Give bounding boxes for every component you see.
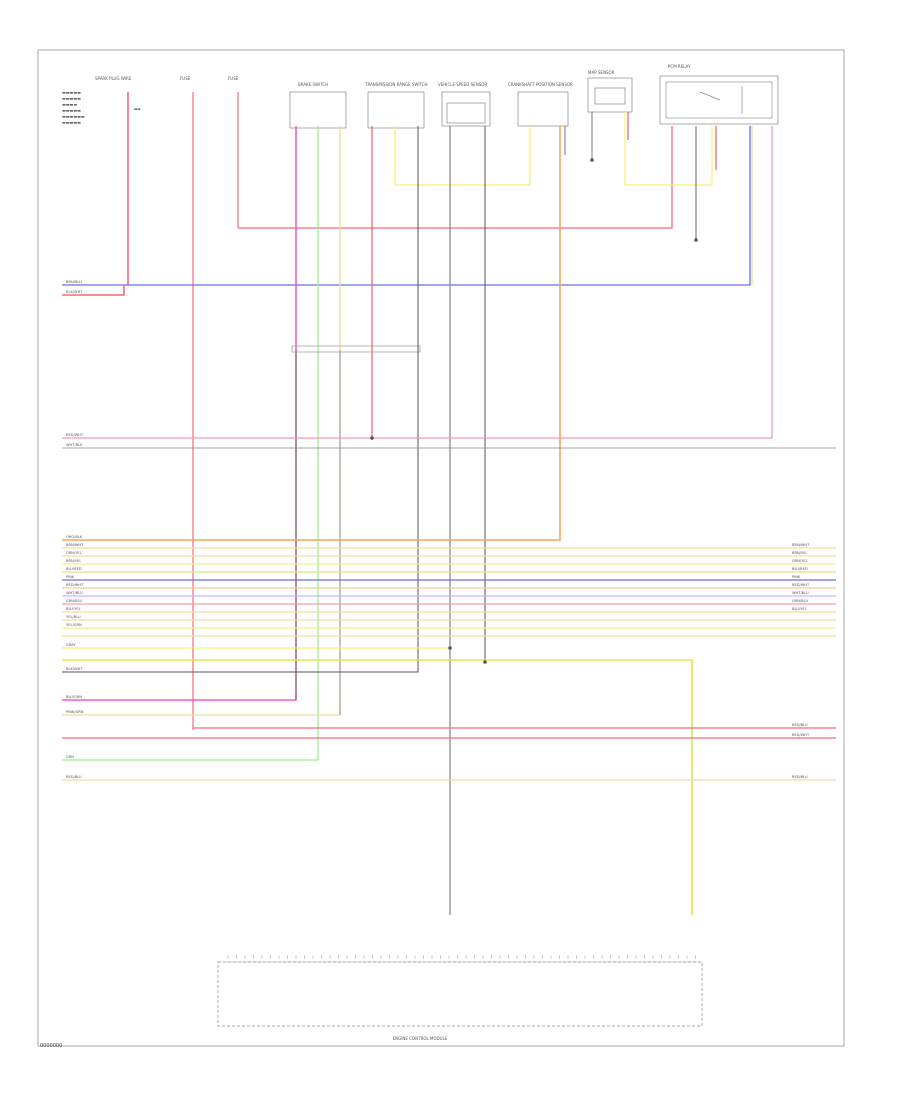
wire-label-right: BLU/RED bbox=[792, 567, 808, 571]
wire-label-right: GRN/BLU bbox=[792, 599, 808, 603]
wire-label-left: YEL/GRN bbox=[66, 623, 82, 627]
component-label-c3: FUSE bbox=[228, 76, 239, 81]
component-box-c6 bbox=[441, 91, 491, 127]
svg-text:▬▬: ▬▬ bbox=[134, 107, 141, 111]
component-box-c5 bbox=[367, 91, 425, 129]
svg-text:▬▬▬▬▬: ▬▬▬▬▬ bbox=[62, 90, 81, 95]
wire-label-right: RED/WHT bbox=[792, 733, 810, 737]
wire-label-right: WHT/BLU bbox=[792, 591, 809, 595]
left-stack-labels: ▬▬▬▬▬ ▬▬▬▬▬ ▬▬▬▬ ▬▬▬▬▬ ▬▬▬▬▬▬ ▬▬▬▬▬ bbox=[62, 90, 85, 125]
wire-label-left: BRN/BLU bbox=[66, 280, 82, 284]
module-label: ENGINE CONTROL MODULE bbox=[393, 1036, 448, 1041]
wire-label-left: PINK/GRN bbox=[66, 710, 84, 714]
wire-label-right: BLU/YEL bbox=[792, 607, 807, 611]
wire-label-left: YEL/BLU bbox=[66, 615, 81, 619]
wire-label-left: BLU/RED bbox=[66, 567, 82, 571]
component-box-c8 bbox=[587, 77, 633, 113]
svg-text:▬▬▬▬▬: ▬▬▬▬▬ bbox=[62, 96, 81, 101]
component-label-c8: MAP SENSOR bbox=[588, 70, 615, 75]
component-label-c4: BRAKE SWITCH bbox=[298, 82, 328, 87]
wire-label-left: RED/WHT bbox=[66, 433, 84, 437]
wire-label-left: GRN bbox=[66, 755, 74, 759]
module-pins bbox=[227, 955, 696, 959]
wire-label-right: RED/BLU bbox=[792, 775, 808, 779]
component-label-c2: FUSE bbox=[180, 76, 191, 81]
wire-label-left: BLK/WHT bbox=[66, 290, 83, 294]
svg-text:▬▬▬▬▬▬: ▬▬▬▬▬▬ bbox=[62, 114, 85, 119]
svg-text:▬▬▬▬▬: ▬▬▬▬▬ bbox=[62, 120, 81, 125]
component-label-c7: CRANKSHAFT POSITION SENSOR bbox=[508, 82, 573, 87]
wire-label-left: PINK bbox=[66, 575, 75, 579]
engine-control-module: ENGINE CONTROL MODULE bbox=[217, 955, 703, 1041]
wire-label-right: RED/WHT bbox=[792, 583, 810, 587]
wire-label-left: RED/WHT bbox=[66, 583, 84, 587]
wire-label-left: GRN/BLU bbox=[66, 599, 82, 603]
wire-label-left: BRN/WHT bbox=[66, 543, 84, 547]
wire-label-right: RED/BLU bbox=[792, 723, 808, 727]
svg-text:▬▬▬▬▬: ▬▬▬▬▬ bbox=[62, 108, 81, 113]
component-label-c1: SPARK PLUG WIRE bbox=[95, 76, 132, 81]
wire-label-left: ORG/BLK bbox=[66, 535, 83, 539]
sheet-id: 0000000 bbox=[40, 1043, 63, 1049]
component-box-c4 bbox=[289, 91, 347, 129]
left-wire-labels: BRN/BLU BLK/WHT RED/WHT WHT/BLK ORG/BLK BRN/W… bbox=[66, 280, 84, 779]
wire-label-left: GRAY bbox=[66, 643, 76, 647]
wire-label-right: BRN/WHT bbox=[792, 543, 810, 547]
component-label-c9: PCM RELAY bbox=[668, 64, 691, 69]
wires bbox=[62, 112, 836, 915]
svg-text:▬▬▬▬: ▬▬▬▬ bbox=[62, 102, 77, 107]
wire-label-left: RED/BLU bbox=[66, 775, 82, 779]
component-box-c9 bbox=[659, 75, 779, 125]
component-label-c5: TRANSMISSION RANGE SWITCH bbox=[364, 82, 428, 87]
wire-label-left: BLU/YEL bbox=[66, 607, 81, 611]
component-box-c7 bbox=[517, 91, 569, 127]
wire-label-right: BRN/YEL bbox=[792, 551, 807, 555]
components-top: ▬▬▬▬▬ ▬▬▬▬▬ ▬▬▬▬ ▬▬▬▬▬ ▬▬▬▬▬▬ ▬▬▬▬▬ SPAR… bbox=[62, 64, 779, 730]
wire-label-left: WHT/BLK bbox=[66, 443, 83, 447]
wire-label-left: BLK/WHT bbox=[66, 667, 83, 671]
wire-label-left: GRN/YEL bbox=[66, 551, 82, 555]
wire-label-right: PINK bbox=[792, 575, 801, 579]
page-frame bbox=[37, 49, 845, 1047]
wire-label-left: BRN/YEL bbox=[66, 559, 81, 563]
right-wire-labels: BRN/WHT BRN/YEL GRN/YEL BLU/RED PINK RED/WHT W… bbox=[792, 543, 810, 779]
wire-label-left: WHT/BLU bbox=[66, 591, 83, 595]
component-label-c6: VEHICLE SPEED SENSOR bbox=[438, 82, 487, 87]
wire-label-right: GRN/YEL bbox=[792, 559, 808, 563]
wire-label-left: BLU/GRN bbox=[66, 695, 82, 699]
junction-dots bbox=[370, 158, 698, 664]
